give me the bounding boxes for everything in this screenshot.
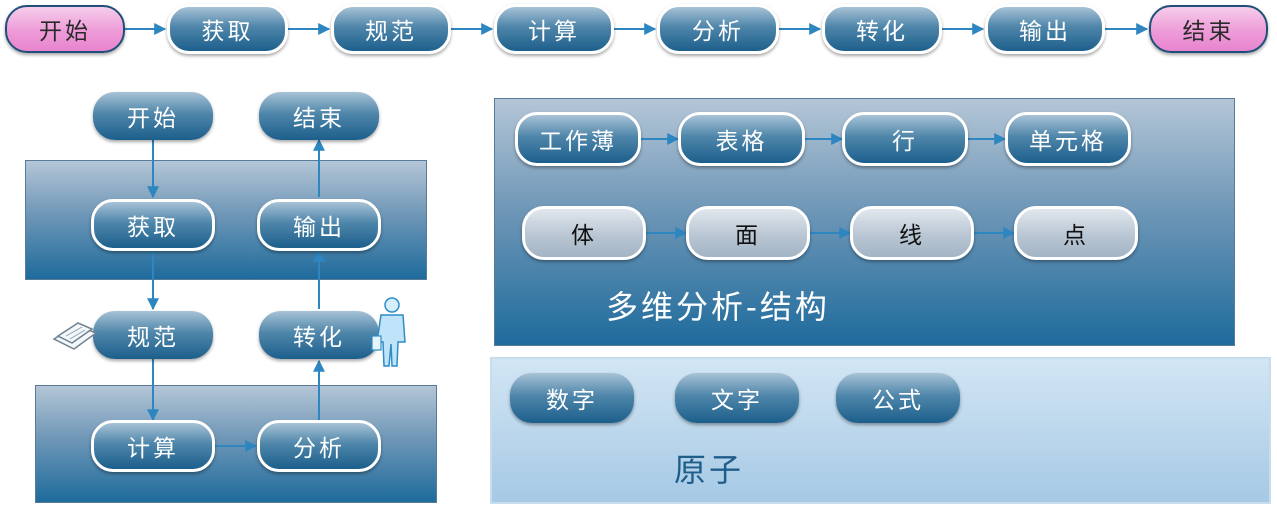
structure-line: 线: [850, 206, 974, 260]
top-step-transform: 转化: [822, 4, 942, 54]
atom-title: 原子: [674, 451, 745, 489]
left-step-output: 输出: [257, 199, 381, 251]
structure-title: 多维分析-结构: [606, 288, 830, 326]
top-step-start: 开始: [5, 5, 125, 53]
top-step-compute: 计算: [494, 4, 614, 54]
structure-table: 表格: [678, 112, 805, 166]
structure-row: 行: [842, 112, 968, 166]
top-step-analyze: 分析: [657, 4, 779, 54]
document-stack-icon: [52, 322, 98, 350]
worker-figure-icon: [371, 297, 406, 367]
structure-surface: 面: [686, 206, 810, 260]
left-step-start: 开始: [93, 92, 213, 140]
left-step-end: 结束: [259, 92, 379, 140]
left-step-fetch: 获取: [91, 199, 215, 251]
structure-workbook: 工作薄: [515, 112, 641, 166]
top-step-end: 结束: [1149, 5, 1268, 53]
atom-formula: 公式: [836, 373, 960, 423]
atom-text: 文字: [675, 373, 799, 423]
left-step-transform: 转化: [259, 311, 379, 359]
structure-cell: 单元格: [1005, 112, 1131, 166]
left-step-compute: 计算: [91, 420, 215, 472]
structure-point: 点: [1014, 206, 1138, 260]
left-step-analyze: 分析: [257, 420, 381, 472]
left-step-normalize: 规范: [93, 311, 213, 359]
atom-number: 数字: [510, 373, 634, 423]
structure-solid: 体: [522, 206, 646, 260]
top-step-output: 输出: [985, 4, 1105, 54]
top-step-normalize: 规范: [331, 4, 451, 54]
top-step-fetch: 获取: [167, 4, 288, 54]
